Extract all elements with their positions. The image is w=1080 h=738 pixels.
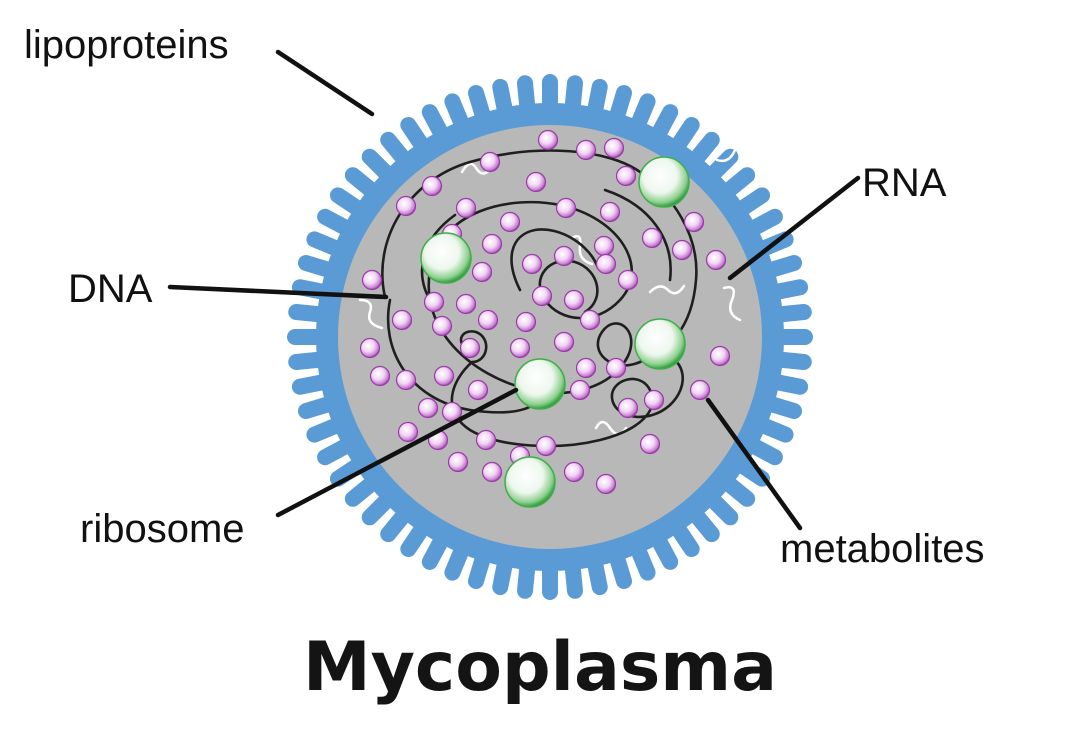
metabolite (643, 389, 665, 411)
metabolite (617, 397, 639, 419)
metabolite (369, 365, 391, 387)
ribosome (514, 358, 566, 410)
metabolite (431, 315, 453, 337)
metabolite (531, 285, 553, 307)
metabolite (537, 129, 559, 151)
rna-strand (722, 286, 742, 322)
metabolite (705, 249, 727, 271)
metabolite (391, 309, 413, 331)
metabolite (553, 245, 575, 267)
metabolite (553, 331, 575, 353)
metabolite (593, 235, 615, 257)
label-metabolites: metabolites (780, 527, 985, 571)
metabolite (395, 369, 417, 391)
metabolite (455, 197, 477, 219)
label-dna: DNA (68, 267, 153, 311)
metabolite (475, 429, 497, 451)
ribosome (420, 232, 472, 284)
metabolite (423, 291, 445, 313)
metabolite (509, 337, 531, 359)
metabolite (397, 421, 419, 443)
metabolite (481, 233, 503, 255)
metabolite (671, 239, 693, 261)
metabolite (639, 433, 661, 455)
metabolite (555, 197, 577, 219)
metabolite (481, 461, 503, 483)
metabolite (579, 309, 601, 331)
leader-metabolites (705, 397, 803, 531)
metabolite (617, 269, 639, 291)
metabolite (575, 357, 597, 379)
leader-dna (167, 284, 389, 300)
metabolite (417, 397, 439, 419)
metabolite (563, 461, 585, 483)
metabolite (605, 357, 627, 379)
rna-strands (358, 148, 742, 436)
leader-lines (167, 49, 861, 531)
metabolite (421, 175, 443, 197)
metabolite (359, 337, 381, 359)
metabolite (599, 201, 621, 223)
rna-strand (570, 235, 594, 266)
metabolite (433, 365, 455, 387)
metabolite (395, 195, 417, 217)
diagram-title: Mycoplasma (303, 628, 777, 707)
metabolite (455, 293, 477, 315)
rna-strand (715, 148, 737, 163)
metabolite (563, 289, 585, 311)
ribosome (638, 156, 690, 208)
metabolite (525, 171, 547, 193)
metabolite (499, 211, 521, 233)
metabolite (515, 311, 537, 333)
leader-rna (727, 175, 861, 281)
metabolite (683, 211, 705, 233)
metabolite (615, 165, 637, 187)
metabolite (447, 451, 469, 473)
metabolite (689, 379, 711, 401)
ribosome (634, 318, 686, 370)
metabolite (535, 435, 557, 457)
label-lipoproteins: lipoproteins (24, 23, 229, 67)
metabolite (467, 379, 489, 401)
metabolite (471, 261, 493, 283)
metabolite-particles (359, 129, 731, 495)
ribosome-particles (420, 156, 690, 508)
metabolite (575, 139, 597, 161)
metabolite (521, 253, 543, 275)
metabolite (459, 337, 481, 359)
label-ribosome: ribosome (80, 507, 245, 551)
metabolite (709, 345, 731, 367)
rna-strand (460, 162, 494, 175)
metabolite (641, 227, 663, 249)
label-rna: RNA (862, 161, 947, 205)
metabolite (569, 379, 591, 401)
leader-lipoproteins (275, 49, 375, 117)
metabolite (479, 151, 501, 173)
metabolite (603, 137, 625, 159)
metabolite (477, 309, 499, 331)
metabolite (595, 253, 617, 275)
ribosome (504, 456, 556, 508)
leader-ribosome (275, 387, 519, 518)
metabolite (361, 269, 383, 291)
rna-strand (358, 298, 384, 330)
metabolite (595, 473, 617, 495)
rna-strand (648, 284, 686, 295)
